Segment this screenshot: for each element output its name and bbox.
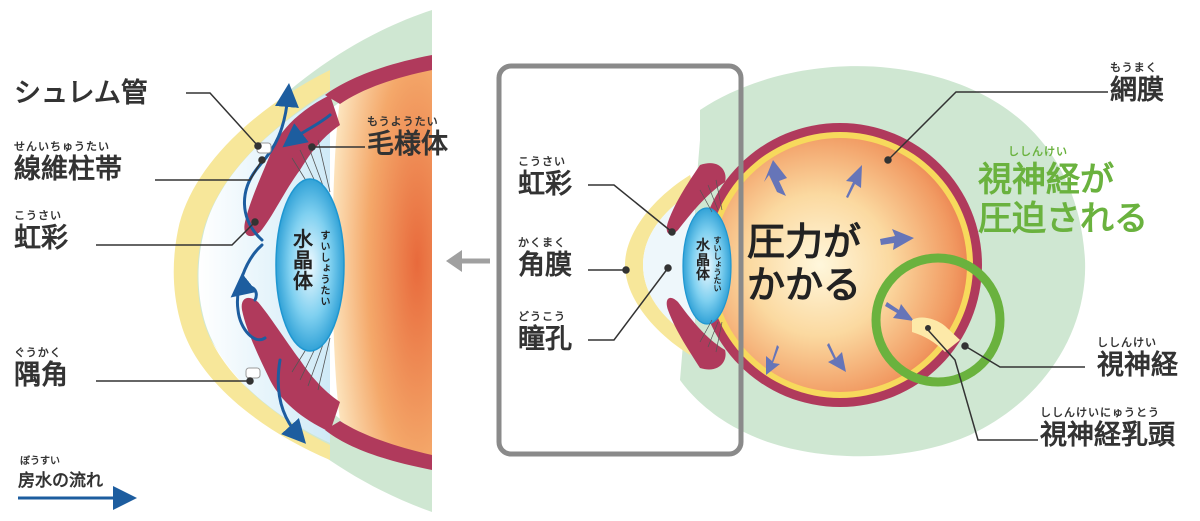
label-nerve-compressed: ししんけい 視神経が 圧迫される (978, 147, 1148, 239)
right-leader-lines (884, 91, 1108, 441)
left-ciliary-top (244, 95, 340, 237)
label-optic-nerve: ししんけい 視神経 (1097, 338, 1178, 379)
label-retina: もうまく 網膜 (1110, 63, 1164, 104)
label-pupil-text: 瞳孔 (518, 324, 572, 354)
label-nerve-compressed-ruby: ししんけい (1008, 146, 1068, 158)
right-ciliary-bottom (666, 297, 726, 370)
pressure-line-1: 圧力が (747, 222, 862, 264)
label-ciliary-body: もうようたい 毛様体 (367, 117, 448, 158)
optic-disc-area (912, 317, 960, 352)
pressure-text: 圧力が かかる (747, 222, 861, 307)
middle-leader-lines (588, 184, 676, 341)
label-optic-disc: ししんけいにゅうとう 視神経乳頭 (1040, 408, 1175, 449)
left-vitreous (332, 60, 432, 465)
legend-ruby: ぼうすい (20, 456, 60, 467)
optic-nerve-highlight-circle (871, 253, 1005, 387)
label-trabecular-ruby: せんいちゅうたい (14, 141, 110, 153)
left-leader-lines (96, 92, 365, 385)
label-lens-left: 水晶体 (293, 229, 313, 293)
label-cornea-ruby: かくまく (518, 237, 566, 249)
gray-direction-arrow (446, 250, 490, 272)
left-ciliary-bottom (241, 297, 340, 432)
label-pupil-ruby: どうこう (518, 311, 566, 323)
left-angle-marker (245, 367, 261, 379)
legend-text: 房水の流れ (18, 471, 103, 490)
label-ciliary-body-text: 毛様体 (367, 129, 448, 159)
label-retina-ruby: もうまく (1110, 62, 1158, 74)
label-nerve-compressed-line1: 視神経が (978, 161, 1114, 199)
right-cornea (625, 175, 695, 355)
pressure-line-2: かかる (747, 264, 862, 307)
label-iris-middle-ruby: こうさい (518, 156, 566, 168)
label-retina-text: 網膜 (1110, 75, 1164, 105)
label-lens-right: 水晶体 (696, 237, 710, 283)
right-lens (682, 207, 732, 325)
right-zonule-fibers (699, 179, 723, 353)
optic-disc-dot (925, 325, 931, 331)
left-cornea (173, 70, 330, 460)
label-trabecular: せんいちゅうたい 線維柱帯 (14, 142, 122, 183)
label-optic-disc-ruby: ししんけいにゅうとう (1040, 407, 1160, 419)
left-aqueous-flow-arrows (230, 83, 332, 444)
label-iris-left: こうさい 虹彩 (14, 211, 68, 252)
label-ciliary-body-ruby: もうようたい (367, 116, 439, 128)
label-cornea: かくまく 角膜 (518, 238, 572, 279)
label-trabecular-text: 線維柱帯 (14, 154, 122, 184)
label-schlemm-canal: シュレム管 (14, 80, 148, 107)
label-iris-middle-text: 虹彩 (518, 169, 572, 199)
right-ciliary-top (666, 163, 726, 235)
label-optic-nerve-ruby: ししんけい (1097, 337, 1157, 349)
label-lens-right-ruby: すいしょうたい (713, 236, 722, 292)
left-lens (275, 178, 345, 352)
left-zonule-fibers (291, 139, 331, 391)
label-iris-left-text: 虹彩 (14, 223, 68, 253)
label-angle-text: 隅角 (14, 360, 68, 390)
label-pupil: どうこう 瞳孔 (518, 312, 572, 353)
label-schlemm-canal-text: シュレム管 (14, 78, 148, 108)
label-optic-nerve-text: 視神経 (1097, 350, 1178, 380)
label-angle-ruby: ぐうかく (14, 347, 62, 359)
label-optic-disc-text: 視神経乳頭 (1040, 420, 1175, 450)
right-eye-whole (625, 66, 1086, 457)
label-nerve-compressed-line2: 圧迫される (978, 200, 1148, 239)
label-iris-middle: こうさい 虹彩 (518, 157, 572, 198)
right-vitreous (713, 138, 967, 392)
left-eye-detail (173, 10, 432, 512)
label-angle: ぐうかく 隅角 (14, 348, 68, 389)
pressure-arrows (764, 160, 914, 375)
middle-frame-box (496, 63, 744, 457)
left-retina-band (325, 55, 432, 470)
label-iris-left-ruby: こうさい (14, 210, 62, 222)
label-cornea-text: 角膜 (518, 250, 572, 280)
label-lens-left-ruby: すいしょうたい (318, 230, 329, 307)
